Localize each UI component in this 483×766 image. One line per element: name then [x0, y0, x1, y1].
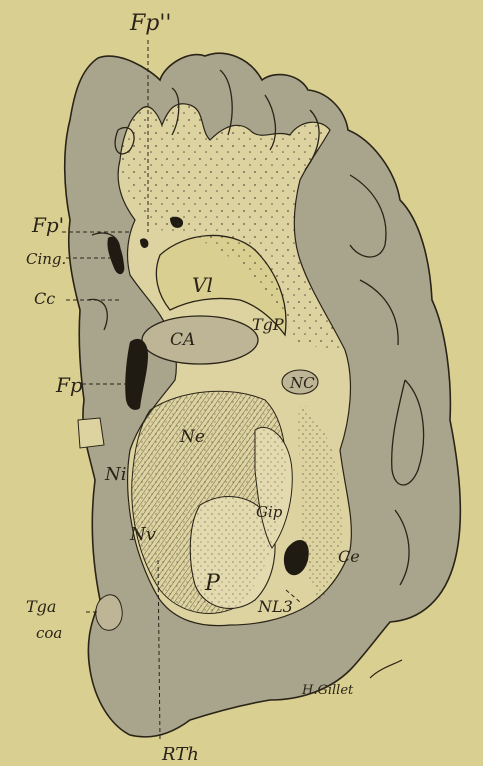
label-ne: Ne: [179, 427, 205, 447]
label-fp-low: Fp: [55, 373, 83, 397]
label-ni: Ni: [104, 464, 127, 485]
label-coa: coa: [36, 624, 62, 642]
label-nl3: NL3: [257, 597, 293, 616]
label-nv: Nv: [129, 524, 156, 545]
label-fp-mid: Fp': [31, 213, 64, 237]
label-p: P: [204, 571, 221, 596]
label-gip: Gip: [256, 503, 283, 521]
label-cc: Cc: [34, 289, 55, 308]
label-vl: Vl: [192, 273, 213, 297]
lower-left-lobe: [96, 595, 122, 630]
label-tgp: TgP: [252, 315, 284, 334]
label-ca: CA: [170, 330, 195, 350]
label-rth: RTh: [161, 744, 199, 765]
signature-text: H.Gillet: [301, 683, 354, 698]
label-cing: Cing.: [26, 250, 66, 268]
label-fp-top: Fp'': [129, 11, 171, 36]
fp-tab: [78, 418, 104, 448]
signature-flourish: [370, 660, 402, 678]
label-nc: NC: [289, 374, 315, 392]
label-tga: Tga: [26, 597, 56, 616]
label-ce: Ce: [338, 547, 360, 566]
ca-body: [142, 316, 258, 364]
